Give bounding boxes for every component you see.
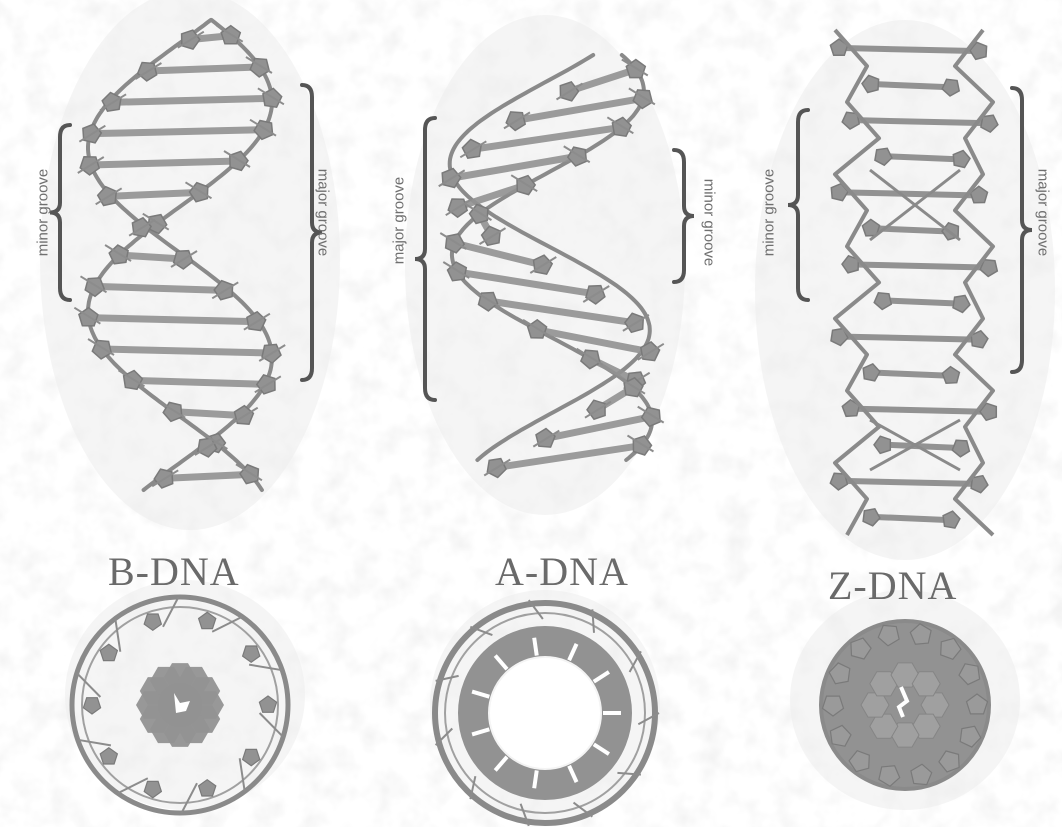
base-gap: [534, 638, 537, 656]
base-pair: [164, 474, 250, 478]
base-pair: [91, 130, 264, 134]
base-pair: [112, 98, 272, 102]
base-pair: [855, 409, 985, 412]
base-pair: [173, 412, 244, 416]
a-dna-top-view: [435, 600, 659, 826]
z-dna-title: Z-DNA: [828, 562, 957, 609]
base-pair: [843, 337, 975, 340]
background-blob: [40, 0, 340, 530]
base-pair: [102, 349, 271, 353]
z-dna-minor-groove-label: minor groove: [761, 158, 778, 268]
base-pair: [147, 67, 260, 71]
b-dna-major-groove-label: major groove: [315, 158, 332, 268]
b-dna-title: B-DNA: [108, 548, 240, 595]
base-pair: [887, 156, 957, 159]
base-pair: [90, 161, 238, 165]
base-gap: [534, 770, 537, 788]
base-pair: [887, 301, 957, 304]
base-pair: [875, 84, 947, 87]
base-pair: [132, 380, 266, 384]
base-pair: [855, 264, 985, 267]
base-pair: [855, 120, 985, 123]
base-pair: [843, 48, 975, 51]
base-pair: [94, 286, 224, 290]
base-pair: [843, 481, 975, 484]
a-dna-title: A-DNA: [495, 548, 629, 595]
base-pair: [843, 192, 975, 195]
base-pair: [108, 192, 200, 196]
base-pair: [875, 373, 947, 376]
a-dna-minor-groove-label: minor groove: [701, 168, 718, 278]
z-dna-top-view: [821, 621, 989, 789]
a-dna-major-groove-label: major groove: [391, 166, 408, 276]
z-dna-major-groove-label: major groove: [1035, 158, 1052, 268]
base-pair: [88, 318, 256, 322]
base-pair: [875, 517, 947, 520]
central-channel: [490, 658, 600, 768]
b-dna-minor-groove-label: minor groove: [35, 158, 52, 268]
